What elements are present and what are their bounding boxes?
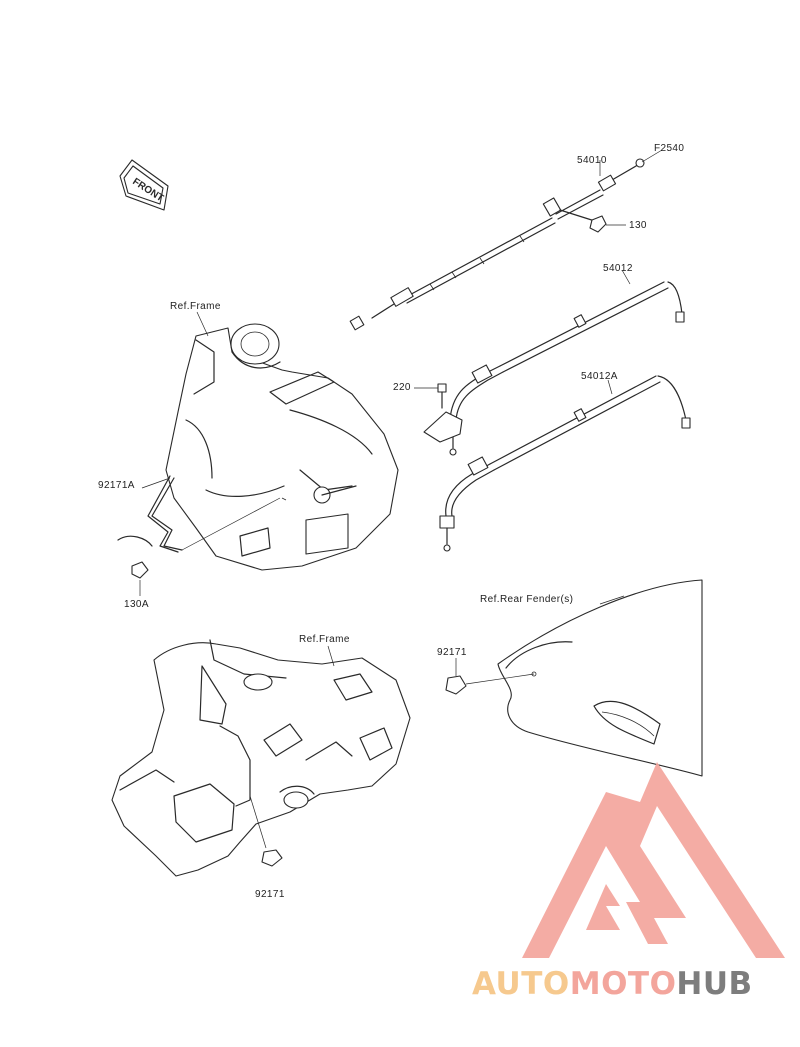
label-54012a: 54012A	[581, 371, 618, 382]
label-54010: 54010	[577, 155, 607, 166]
label-ref-frame-top: Ref.Frame	[170, 301, 221, 312]
clip-92171-right	[445, 658, 535, 695]
leader-lines	[141, 149, 663, 667]
watermark-moto: MOTO	[569, 966, 677, 1002]
rear-fender	[497, 579, 703, 777]
watermark-auto: AUTO	[472, 966, 570, 1002]
watermark-logo-icon	[522, 762, 785, 958]
label-54012: 54012	[603, 263, 633, 274]
label-ref-frame-bottom: Ref.Frame	[299, 634, 350, 645]
label-220: 220	[393, 382, 411, 393]
clip-92171-bottom	[261, 849, 283, 867]
lower-frame	[111, 639, 411, 877]
front-arrow-icon: FRONT	[119, 159, 169, 211]
watermark-text: AUTOMOTOHUB	[472, 966, 753, 1002]
watermark-hub: HUB	[676, 966, 753, 1002]
bracket-220	[414, 383, 463, 443]
label-92171a: 92171A	[98, 480, 135, 491]
cable-54012a	[439, 375, 691, 552]
label-92171-right: 92171	[437, 647, 467, 658]
clamp-92171a	[117, 475, 281, 553]
bolt-130a-icon	[131, 561, 149, 596]
label-130: 130	[629, 220, 647, 231]
cable-54010	[349, 158, 645, 331]
label-ref-rear-fender: Ref.Rear Fender(s)	[480, 594, 574, 605]
cable-54012	[449, 281, 685, 456]
label-92171-bottom: 92171	[255, 889, 285, 900]
label-130a: 130A	[124, 599, 149, 610]
label-f2540: F2540	[654, 143, 685, 154]
upper-frame	[165, 323, 399, 571]
bolt-130-icon	[559, 209, 626, 233]
